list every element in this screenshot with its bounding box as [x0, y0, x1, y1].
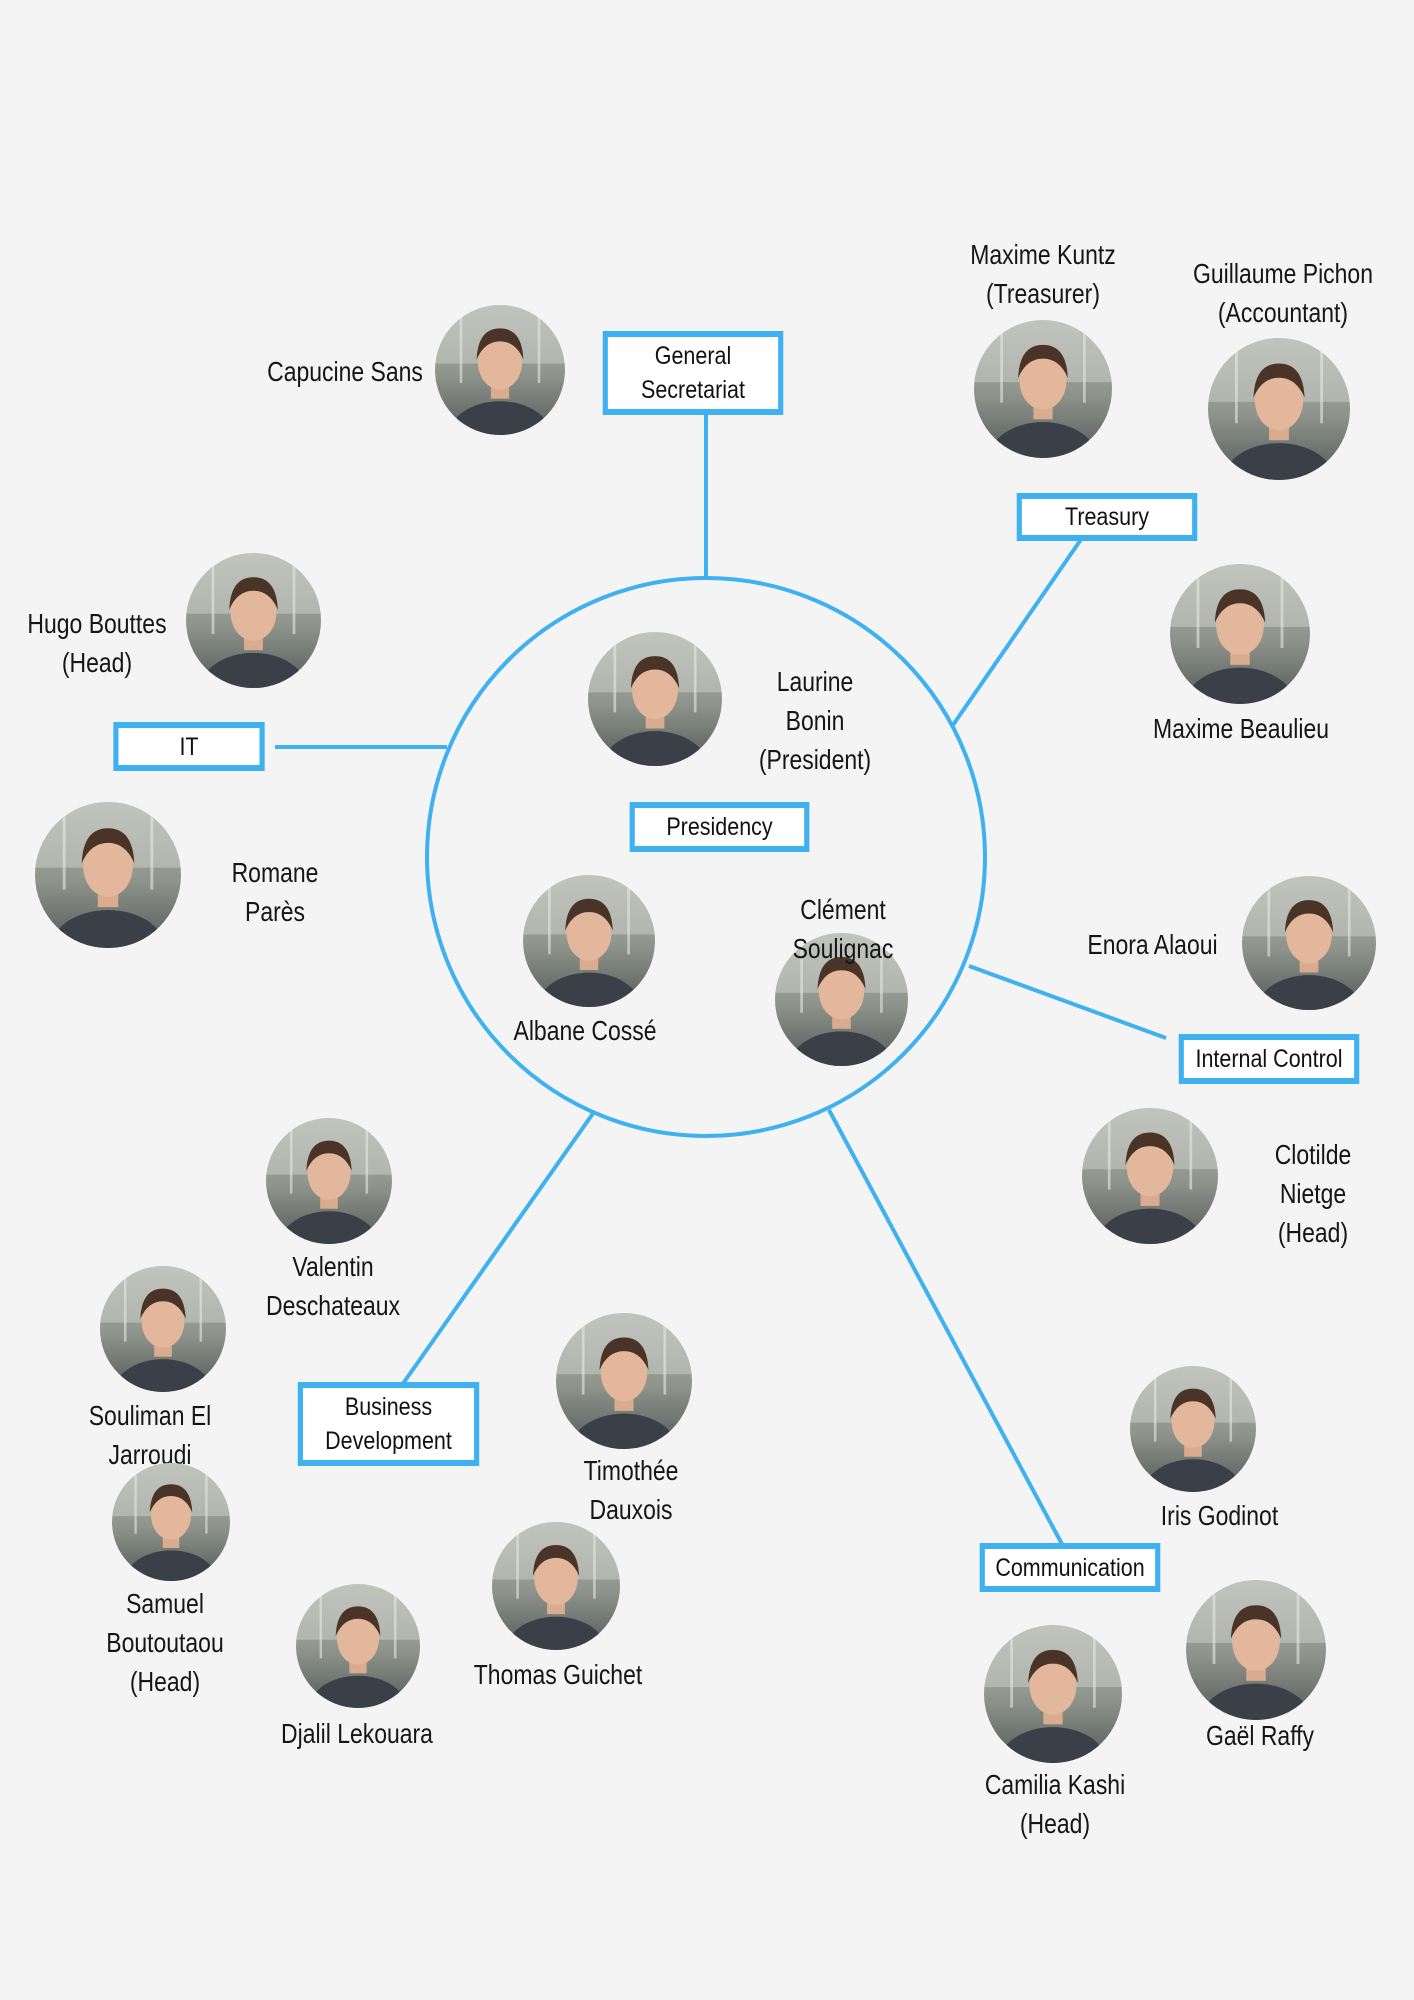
link-internal-control: [968, 964, 1167, 1040]
avatar: [1130, 1366, 1256, 1492]
person-name: Guillaume Pichon (Accountant): [1193, 258, 1373, 328]
dept-box-it: IT: [113, 722, 265, 771]
avatar: [100, 1266, 226, 1392]
avatar: [1208, 338, 1350, 480]
avatar: [1242, 876, 1376, 1010]
avatar: [1170, 564, 1310, 704]
person-name: Capucine Sans: [267, 356, 423, 387]
person-name: Laurine Bonin (President): [758, 666, 872, 775]
person-name: Clotilde Nietge (Head): [1274, 1139, 1352, 1248]
avatar: [35, 802, 181, 948]
avatar: [984, 1625, 1122, 1763]
person-name: Maxime Kuntz (Treasurer): [970, 239, 1116, 309]
person-name: Albane Cossé: [513, 1015, 657, 1046]
avatar: [435, 305, 565, 435]
person-name: Hugo Bouttes (Head): [27, 608, 167, 678]
person-name: Maxime Beaulieu: [1152, 713, 1330, 744]
person-name: Thomas Guichet: [473, 1659, 643, 1690]
dept-box-presidency: Presidency: [629, 802, 810, 852]
person-name: Romane Parès: [231, 857, 319, 927]
person-name: Timothée Dauxois: [583, 1455, 679, 1525]
avatar: [296, 1584, 420, 1708]
dept-box-internal-control: Internal Control: [1178, 1034, 1360, 1084]
person-name: Clément Soulignac: [792, 894, 894, 964]
link-treasury: [951, 536, 1084, 727]
link-business-development: [400, 1110, 596, 1387]
person-name: Enora Alaoui: [1087, 929, 1218, 960]
person-name: Camilia Kashi (Head): [984, 1769, 1126, 1839]
avatar: [1186, 1580, 1326, 1720]
person-name: Iris Godinot: [1160, 1500, 1279, 1531]
avatar: [186, 553, 321, 688]
avatar: [112, 1463, 230, 1581]
dept-box-treasury: Treasury: [1016, 493, 1198, 541]
avatar: [588, 632, 722, 766]
avatar: [974, 320, 1112, 458]
avatar: [523, 875, 655, 1007]
avatar: [556, 1313, 692, 1449]
dept-box-business-development: Business Development: [297, 1382, 480, 1466]
avatar: [1082, 1108, 1218, 1244]
avatar: [775, 933, 908, 1066]
dept-box-general-secretariat: General Secretariat: [602, 331, 784, 415]
avatar: [492, 1522, 620, 1650]
person-name: Valentin Deschateaux: [265, 1251, 401, 1321]
person-name: Gaël Raffy: [1205, 1720, 1315, 1751]
person-name: Samuel Boutoutaou (Head): [106, 1588, 224, 1697]
link-communication: [827, 1109, 1065, 1547]
avatar: [266, 1118, 392, 1244]
person-name: Djalil Lekouara: [281, 1718, 433, 1749]
dept-box-communication: Communication: [979, 1543, 1161, 1592]
